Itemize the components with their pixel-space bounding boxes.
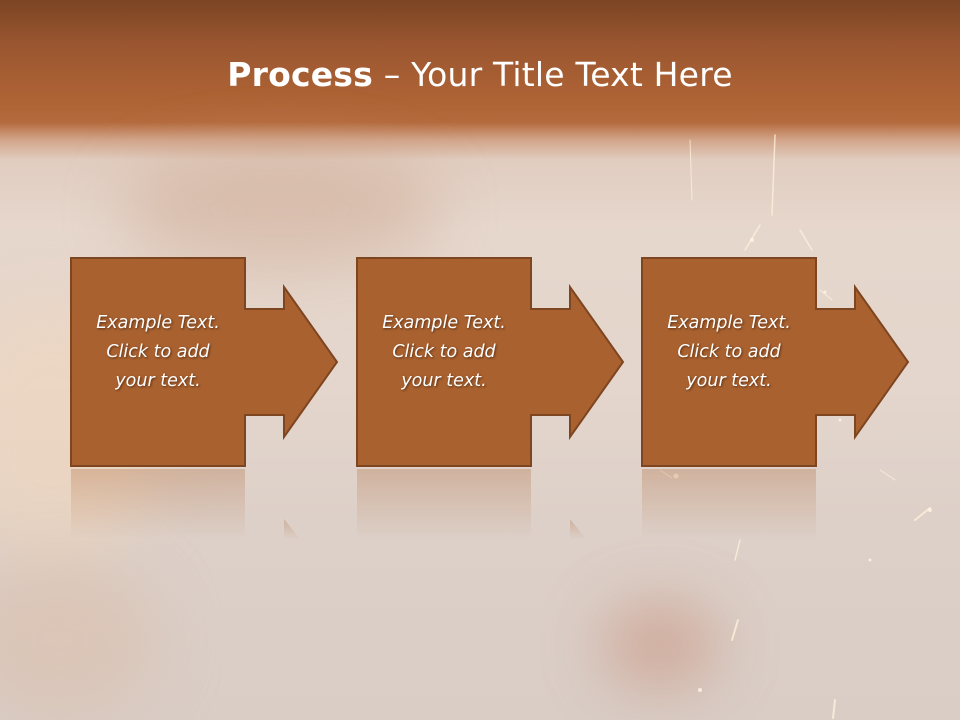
process-step-3[interactable]: Example Text. Click to add your text. bbox=[641, 257, 911, 539]
shape-reflection bbox=[356, 469, 626, 539]
title-separator: – bbox=[373, 55, 412, 94]
shape-reflection bbox=[641, 469, 911, 539]
title-bold-part: Process bbox=[227, 55, 373, 94]
step-text[interactable]: Example Text. Click to add your text. bbox=[667, 313, 791, 391]
box-arrow-shape bbox=[70, 257, 339, 467]
box-arrow-shape bbox=[641, 257, 910, 467]
process-step-2[interactable]: Example Text. Click to add your text. bbox=[356, 257, 626, 539]
step-text[interactable]: Example Text. Click to add your text. bbox=[96, 313, 220, 391]
process-step-1[interactable]: Example Text. Click to add your text. bbox=[70, 257, 340, 539]
box-arrow-shape bbox=[356, 257, 625, 467]
shape-reflection bbox=[70, 469, 340, 539]
step-text[interactable]: Example Text. Click to add your text. bbox=[382, 313, 506, 391]
title-rest: Your Title Text Here bbox=[411, 55, 733, 94]
slide-title[interactable]: Process – Your Title Text Here bbox=[0, 52, 960, 98]
